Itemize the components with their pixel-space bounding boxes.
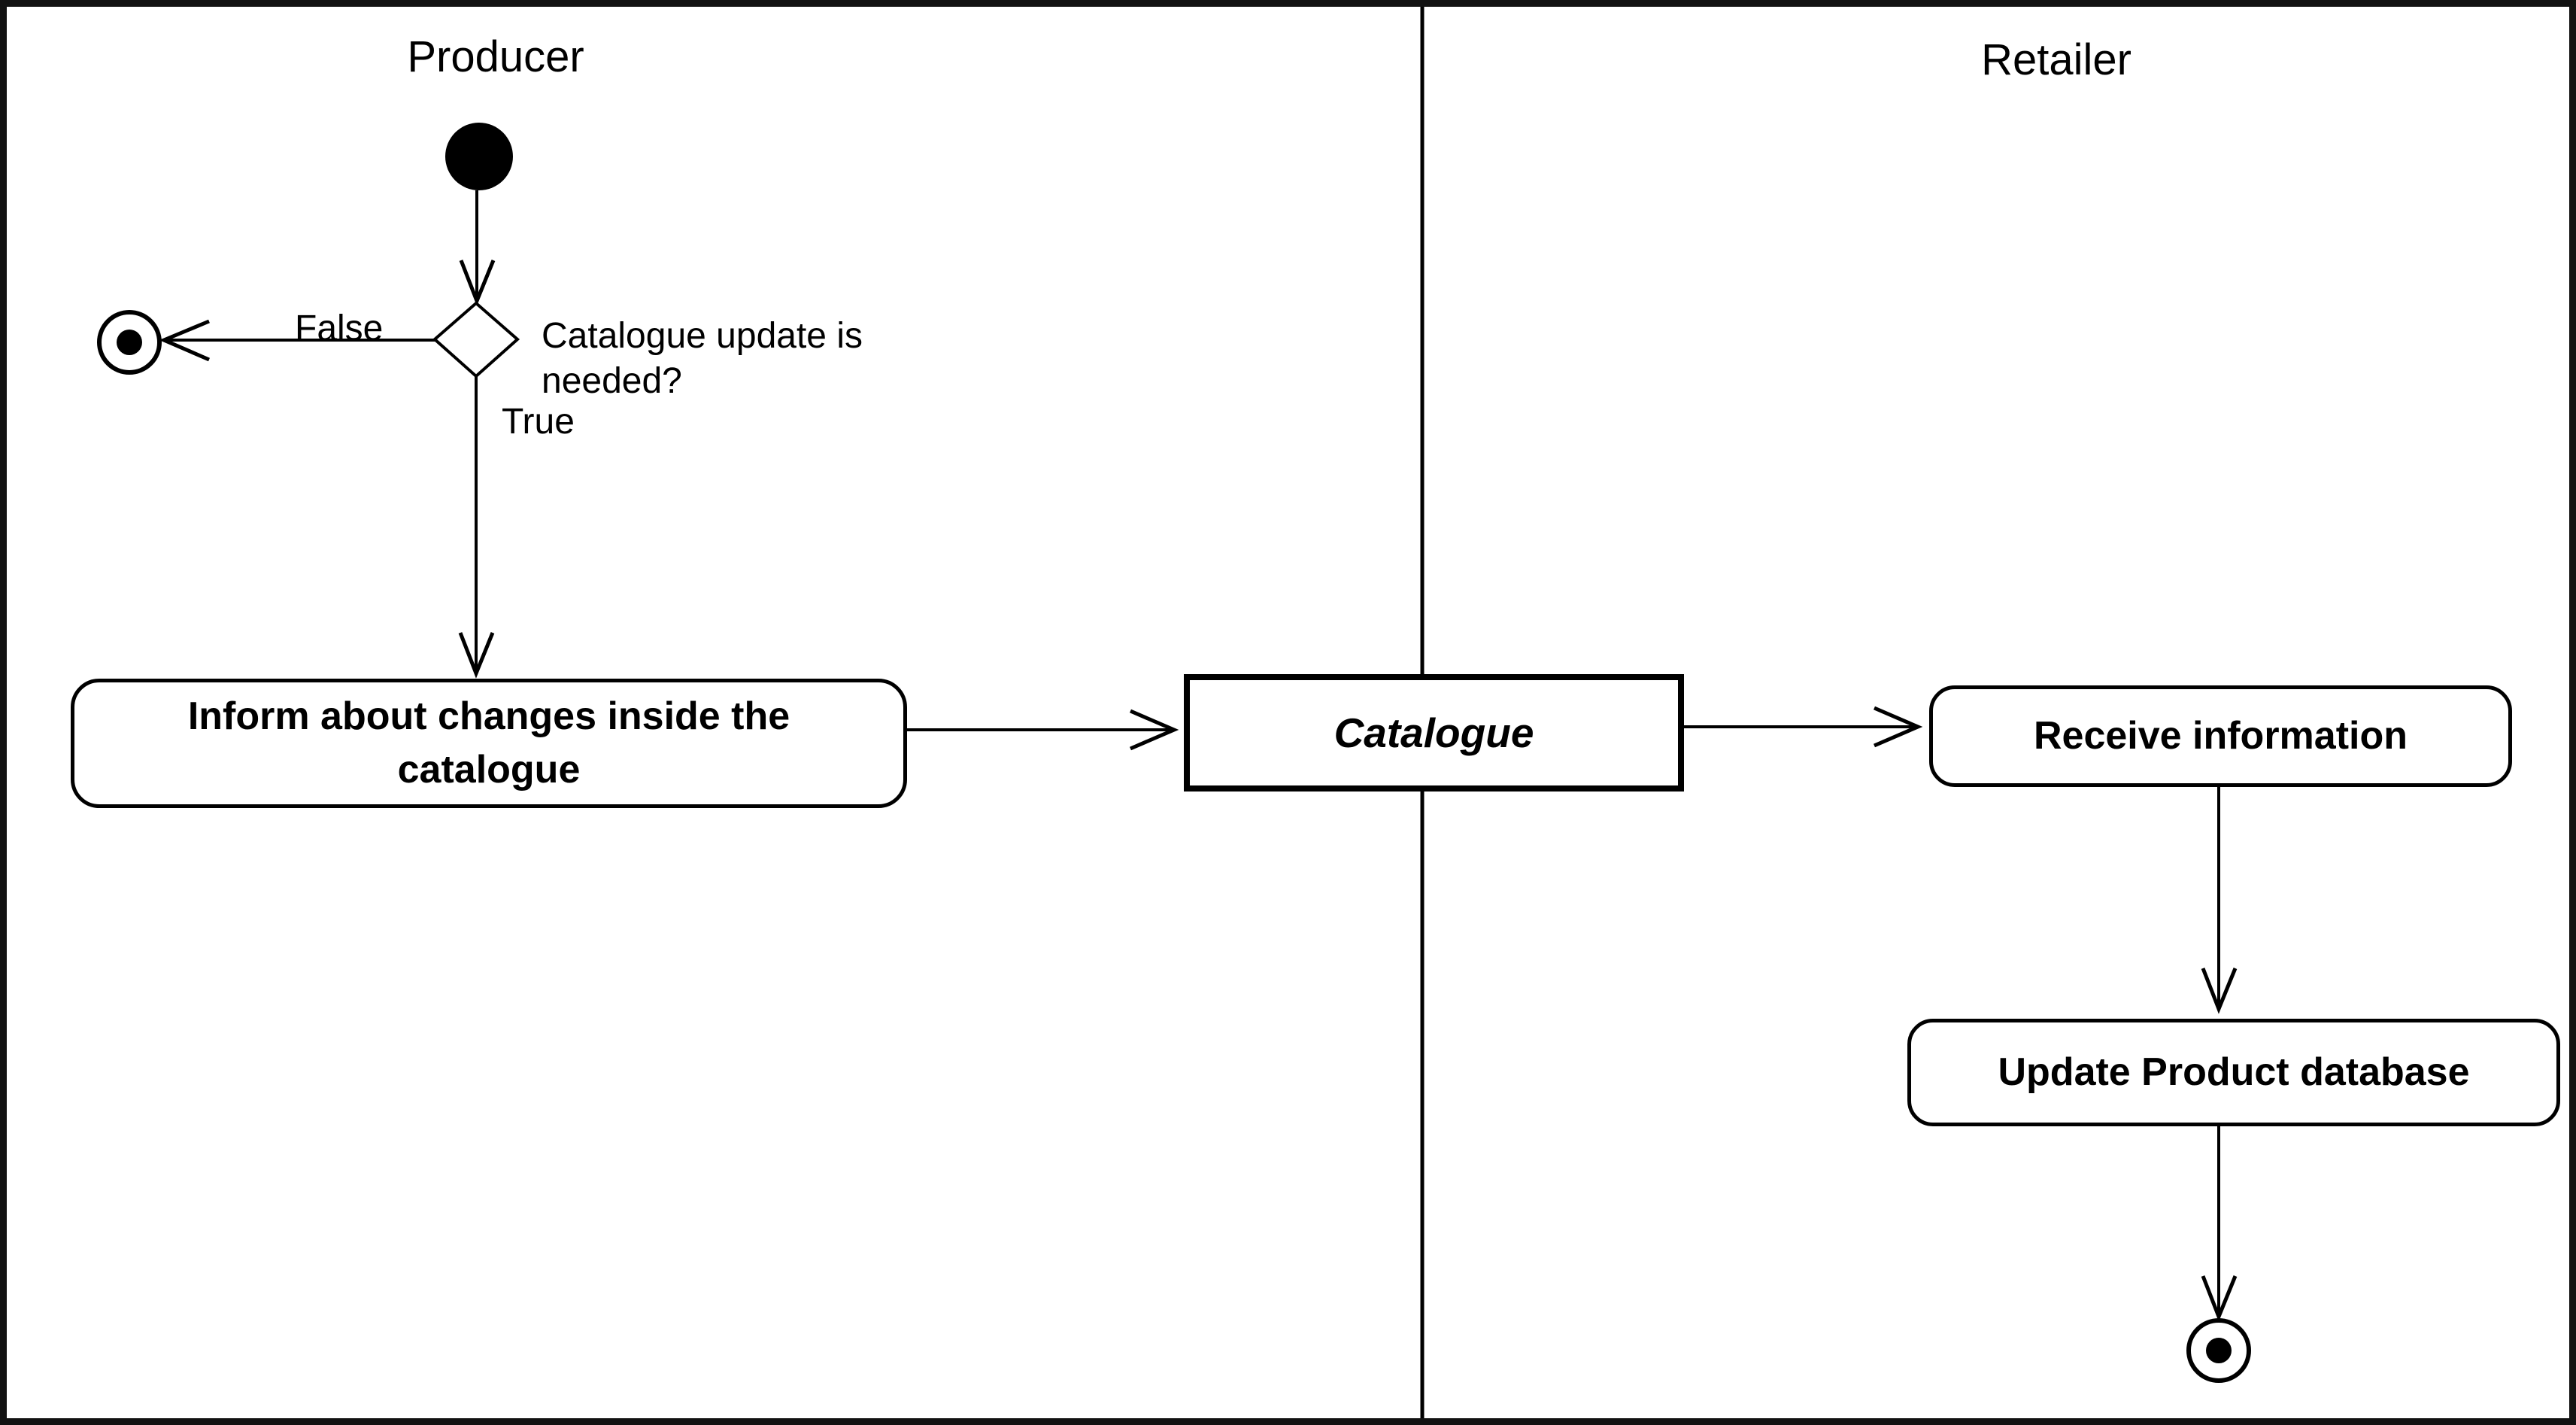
action-node-inform: Inform about changes inside the catalogu… (71, 679, 907, 808)
arrowhead-into-flow-end-icon (159, 319, 210, 362)
object-node-catalogue: Catalogue (1184, 674, 1684, 791)
action-node-update-label: Update Product database (1998, 1050, 2470, 1094)
initial-node-icon (445, 123, 513, 190)
decision-question-label: Catalogue update is needed? (542, 316, 863, 401)
action-node-inform-label: Inform about changes inside the catalogu… (187, 694, 790, 791)
arrowhead-into-update-icon (2201, 968, 2238, 1014)
arrowhead-into-final-icon (2201, 1275, 2238, 1322)
final-node-dot-icon (2206, 1338, 2232, 1363)
decision-diamond-icon (432, 301, 520, 378)
true-guard-label: True (502, 402, 575, 442)
diagram-connectors-layer (97, 7, 2251, 1418)
arrowhead-into-decision-icon (459, 260, 496, 306)
lane-title-retailer: Retailer (1981, 35, 2131, 84)
action-node-receive-label: Receive information (2033, 714, 2408, 758)
arrowhead-into-catalogue-icon (1130, 709, 1179, 751)
arrowhead-into-inform-icon (458, 632, 495, 679)
flow-end-node-dot-icon (117, 330, 142, 355)
arrowhead-into-receive-icon (1874, 706, 1923, 748)
action-node-receive: Receive information (1929, 685, 2512, 787)
object-node-catalogue-label: Catalogue (1334, 709, 1534, 756)
false-guard-label: False (295, 308, 384, 348)
action-node-update: Update Product database (1907, 1019, 2560, 1126)
lane-title-producer: Producer (407, 32, 584, 81)
